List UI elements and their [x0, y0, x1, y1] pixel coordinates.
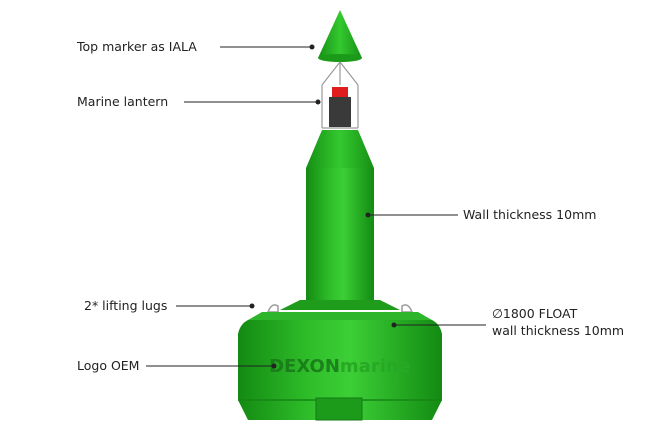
label-float-wall: wall thickness 10mm: [492, 323, 625, 338]
float-deck: [248, 312, 432, 320]
label-lifting-lugs: 2* lifting lugs: [84, 298, 168, 313]
tower-base: [280, 300, 400, 310]
float-logo-dark: DEXON: [269, 356, 340, 377]
lifting-lug-right: [401, 304, 414, 313]
float-logo: DEXONmarine: [269, 356, 411, 377]
label-logo-oem: Logo OEM: [77, 358, 140, 373]
top-marker-base: [318, 54, 362, 62]
float-body: [238, 320, 442, 420]
float-logo-light: marine: [340, 356, 411, 377]
top-marker-cone: [318, 10, 362, 58]
tower-column: [306, 168, 374, 300]
leader-dots: [249, 44, 397, 369]
lantern-red-cap: [332, 87, 348, 97]
lantern-body: [329, 97, 351, 127]
lantern-frame: [321, 61, 359, 129]
leader-lines: [146, 46, 486, 367]
label-wall-thickness: Wall thickness 10mm: [463, 207, 597, 222]
lifting-lug-left: [266, 304, 279, 313]
float-hatch: [315, 397, 363, 421]
label-float-diameter: ∅1800 FLOAT: [492, 306, 578, 321]
label-lantern: Marine lantern: [77, 94, 169, 109]
label-top-marker: Top marker as IALA: [77, 39, 197, 54]
tower-top-cone: [306, 130, 374, 168]
